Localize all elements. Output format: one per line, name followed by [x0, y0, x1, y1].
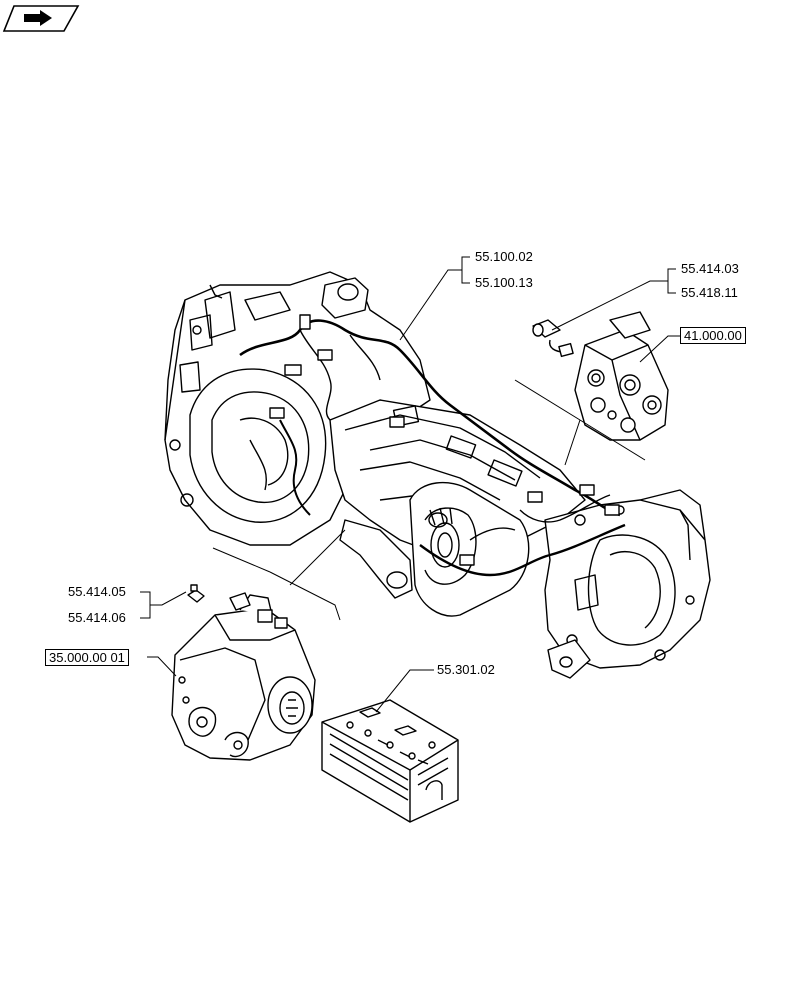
- callout-leaders: [140, 256, 680, 713]
- hydraulic-pump: [171, 584, 316, 761]
- callout-55-414-06[interactable]: 55.414.06: [68, 610, 126, 625]
- callout-35-000-00-01[interactable]: 35.000.00 01: [45, 649, 129, 666]
- callout-55-100-02[interactable]: 55.100.02: [475, 249, 533, 264]
- battery: [321, 699, 459, 823]
- callout-55-418-11[interactable]: 55.418.11: [681, 285, 738, 300]
- callout-55-100-13[interactable]: 55.100.13: [475, 275, 533, 290]
- callout-41-000-00[interactable]: 41.000.00: [680, 327, 746, 344]
- arrow-right-icon: [24, 10, 52, 26]
- nav-badge[interactable]: [2, 5, 80, 32]
- callout-55-414-03[interactable]: 55.414.03: [681, 261, 739, 276]
- transmission-assembly: [164, 271, 711, 679]
- callout-55-414-05[interactable]: 55.414.05: [68, 584, 126, 599]
- valve-block: [532, 311, 669, 441]
- callout-55-301-02[interactable]: 55.301.02: [437, 662, 495, 677]
